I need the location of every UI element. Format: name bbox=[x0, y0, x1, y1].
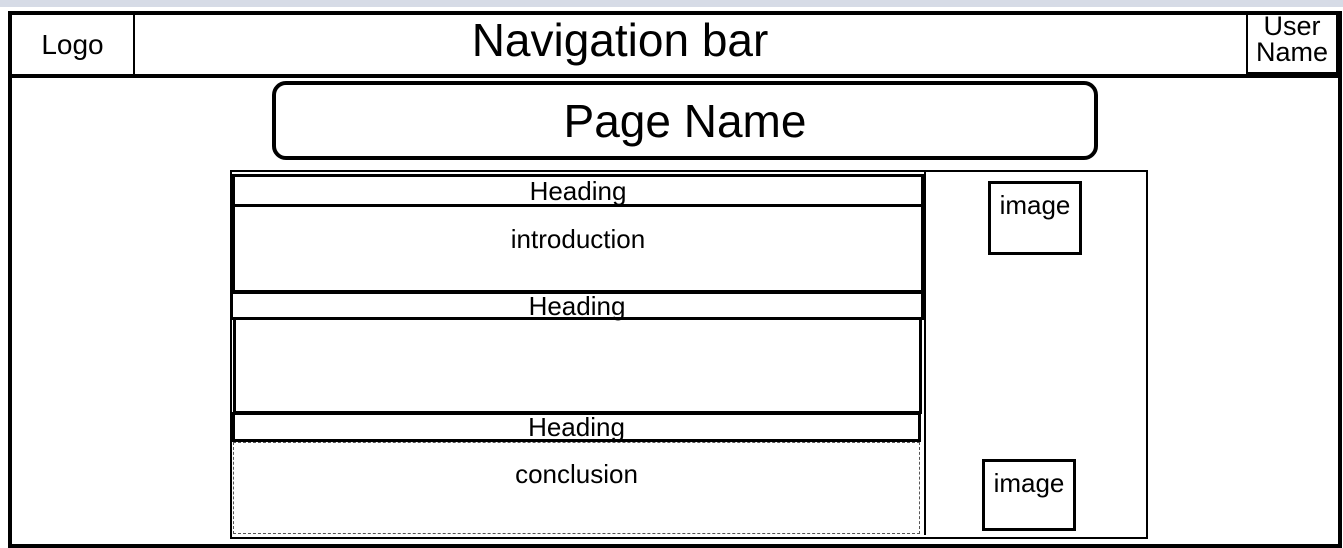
section-3-heading: Heading bbox=[232, 412, 921, 442]
logo[interactable]: Logo bbox=[12, 15, 135, 74]
section-1-body: introduction bbox=[232, 204, 924, 293]
user-name-line-2: Name bbox=[1255, 37, 1329, 67]
section-3-text: conclusion bbox=[515, 459, 638, 489]
image-placeholder-1-label: image bbox=[999, 190, 1071, 220]
image-placeholder-1: image bbox=[988, 181, 1082, 255]
user-name-line-1: User bbox=[1263, 15, 1321, 41]
section-1-heading: Heading bbox=[232, 174, 924, 207]
top-strip bbox=[0, 0, 1343, 7]
content-area: Heading introduction Heading Heading con… bbox=[230, 170, 1148, 539]
section-2-text bbox=[236, 317, 919, 337]
navigation-bar-label: Navigation bar bbox=[471, 14, 769, 66]
section-3-body: conclusion bbox=[233, 442, 920, 534]
navigation-bar: Logo Navigation bar User Name bbox=[12, 14, 1338, 78]
page-title: Page Name bbox=[272, 81, 1098, 160]
image-placeholder-2-label: image bbox=[993, 468, 1065, 498]
user-name[interactable]: User Name bbox=[1246, 15, 1338, 74]
image-placeholder-2: image bbox=[982, 459, 1076, 531]
section-2-body bbox=[233, 317, 922, 414]
section-1-text: introduction bbox=[510, 224, 646, 254]
image-sidebar: image image bbox=[924, 172, 1146, 535]
wireframe-frame: Logo Navigation bar User Name Page Name … bbox=[8, 11, 1342, 548]
section-2-heading: Heading bbox=[230, 291, 924, 320]
